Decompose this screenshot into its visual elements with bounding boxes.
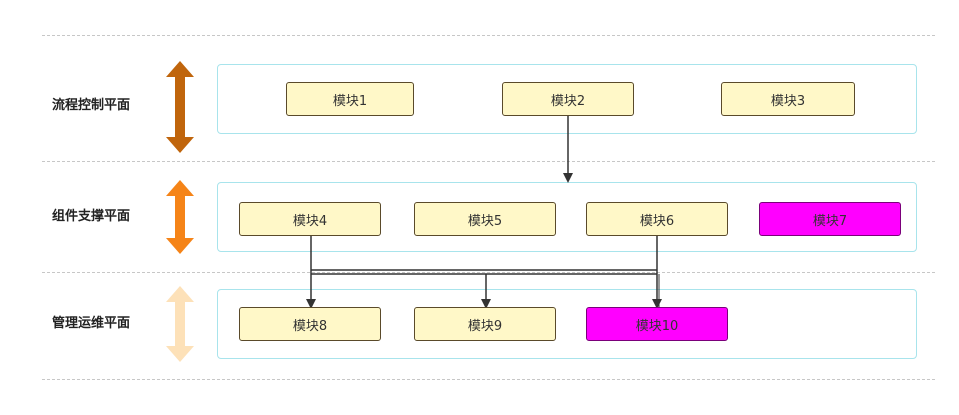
module-1[interactable]: 模块1 [286, 82, 414, 116]
plane-label-component-support: 组件支撑平面 [52, 209, 131, 224]
plane-label-process-control: 流程控制平面 [52, 98, 131, 113]
separator-1 [42, 161, 935, 162]
module-6[interactable]: 模块6 [586, 202, 728, 236]
module-3[interactable]: 模块3 [721, 82, 855, 116]
separator-top [42, 35, 935, 36]
module-7[interactable]: 模块7 [759, 202, 901, 236]
separator-bottom [42, 379, 935, 380]
module-2[interactable]: 模块2 [502, 82, 634, 116]
plane-label-management-ops: 管理运维平面 [52, 316, 131, 331]
module-9[interactable]: 模块9 [414, 307, 556, 341]
separator-2 [42, 272, 935, 273]
module-8[interactable]: 模块8 [239, 307, 381, 341]
module-10[interactable]: 模块10 [586, 307, 728, 341]
module-4[interactable]: 模块4 [239, 202, 381, 236]
module-5[interactable]: 模块5 [414, 202, 556, 236]
